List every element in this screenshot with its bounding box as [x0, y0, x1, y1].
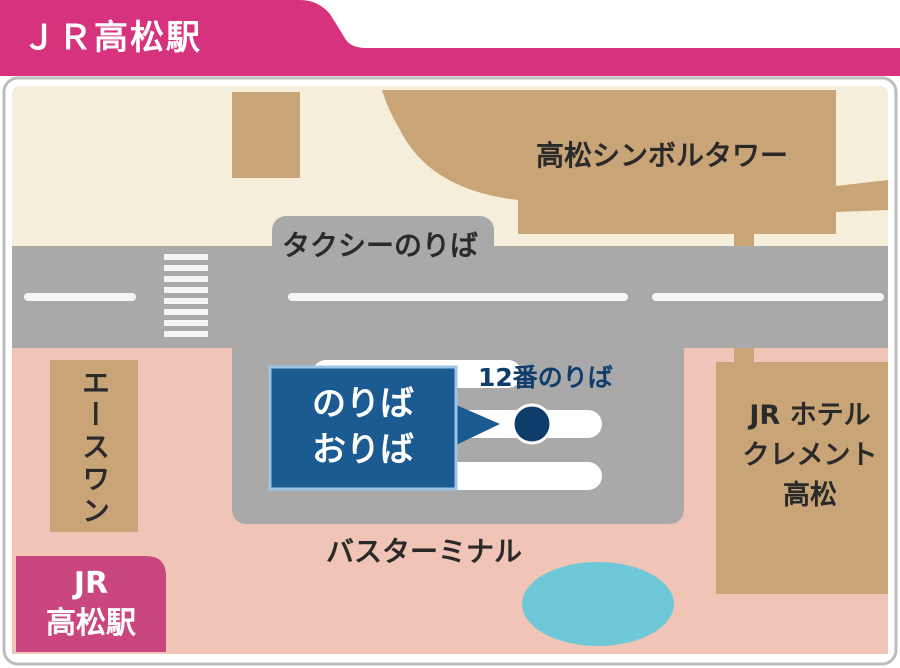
building-hotel	[716, 362, 888, 594]
callout-pointer	[454, 404, 500, 446]
label-station: JR 高松駅	[16, 556, 166, 652]
road-dash	[24, 293, 136, 301]
road-dash	[288, 293, 628, 301]
building-ace-one	[50, 360, 138, 532]
label-ace-one: エースワン	[78, 368, 111, 528]
label-hotel-line3: 高松	[783, 480, 837, 511]
bus-stop-marker	[511, 403, 553, 445]
label-bus-terminal: バスターミナル	[326, 535, 523, 568]
building-symbol-tower	[382, 90, 836, 234]
label-station-line1: JR	[73, 566, 109, 601]
callout-line-board: のりば	[312, 384, 414, 424]
label-hotel-line2: クレメント	[742, 440, 878, 471]
label-hotel: JR ホテル クレメント 高松	[720, 396, 900, 516]
station-box	[16, 556, 166, 652]
label-stop-12: 12番のりば	[478, 363, 613, 392]
callout-box	[268, 365, 458, 491]
pond	[522, 562, 674, 646]
callout-line-alight: おりば	[312, 430, 414, 470]
crosswalk	[164, 254, 208, 337]
header-band	[0, 0, 900, 76]
label-symbol-tower: 高松シンボルタワー	[536, 139, 789, 172]
label-station-line2: 高松駅	[46, 606, 136, 641]
header-tab	[0, 0, 900, 76]
road-dash	[652, 293, 884, 301]
callout-board-alight: のりば おりば	[270, 367, 456, 489]
building-small-top-left	[232, 92, 300, 178]
label-taxi-stand: タクシーのりば	[282, 229, 479, 262]
header-title: ＪＲ高松駅	[22, 18, 202, 58]
label-hotel-line1: JR ホテル	[749, 400, 871, 431]
building-tower-wing	[836, 180, 888, 212]
